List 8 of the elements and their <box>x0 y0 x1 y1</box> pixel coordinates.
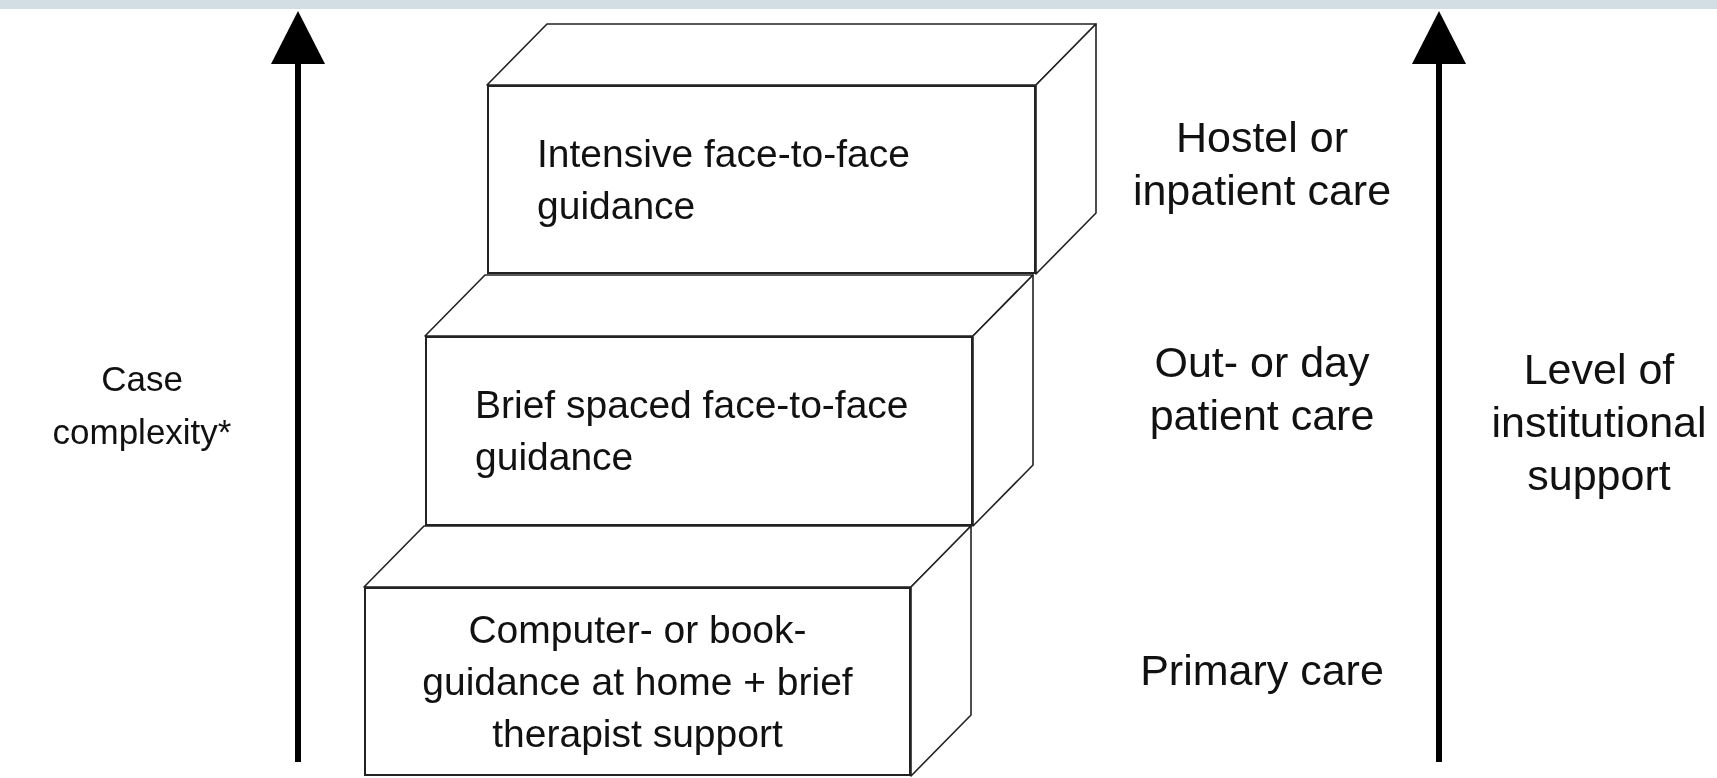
care-setting-label: Primary care <box>1139 644 1385 696</box>
axis-label: Level of institutional support <box>1490 343 1708 501</box>
care-setting-label: Hostel or inpatient care <box>1131 112 1393 216</box>
step-text: Computer- or book-guidance at home + brief therapist support <box>421 606 854 757</box>
step-text: Brief spaced face-to-face guidance <box>475 382 910 480</box>
axis-label: Case complexity* <box>51 358 233 453</box>
step-text: Intensive face-to-face guidance <box>537 130 911 229</box>
care-setting-label: Out- or day patient care <box>1148 337 1376 441</box>
